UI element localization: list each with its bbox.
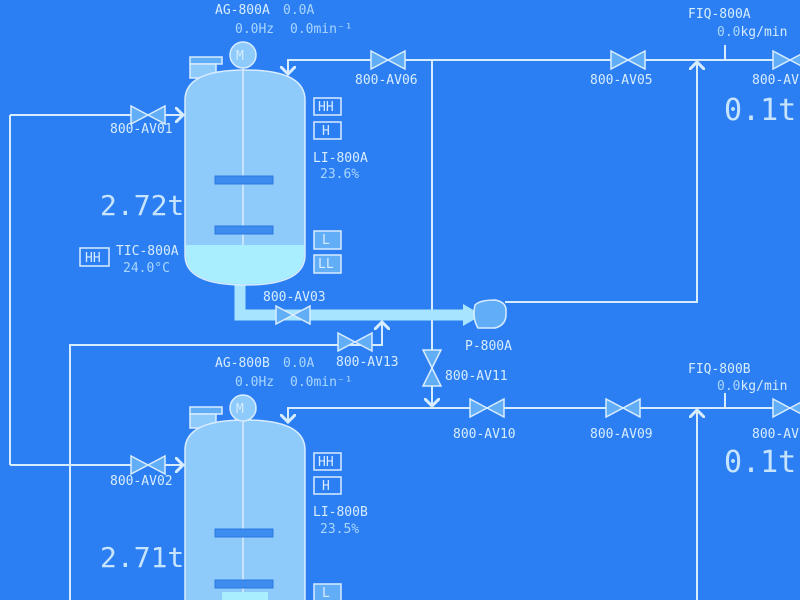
motor-icon[interactable] <box>229 394 257 422</box>
flow-a-total: 0.1t <box>724 93 796 128</box>
valve-label: 800-AV01 <box>110 122 173 137</box>
agitator-a-tag: AG-800A <box>215 3 270 18</box>
valve-label: 800-AV05 <box>590 73 653 88</box>
flow-b-total: 0.1t <box>724 445 796 480</box>
flow-a-tag: FIQ-800A <box>688 7 751 22</box>
alarm-l-a <box>313 230 342 250</box>
valve-av13[interactable]: 800-AV13 <box>336 331 399 370</box>
alarm-h-a <box>313 121 342 140</box>
valve-label: 800-AV03 <box>263 290 326 305</box>
alarm-ll-label: LL <box>318 257 334 272</box>
temp-a-value: 24.0°C <box>123 261 170 276</box>
agitator-b-current: 0.0A <box>283 356 314 371</box>
valve-icon[interactable] <box>337 331 373 353</box>
valve-av06[interactable]: 800-AV06 <box>355 49 418 88</box>
impeller <box>214 579 274 589</box>
motor-label: M <box>236 49 244 64</box>
alarm-l-label: L <box>322 586 330 600</box>
pipe-av13 <box>69 322 382 600</box>
agitator-b-tag: AG-800B <box>215 356 270 371</box>
level-b-value: 23.5% <box>320 522 359 537</box>
valve-av11[interactable]: 800-AV11 <box>421 349 508 387</box>
alarm-ll-a <box>313 254 342 274</box>
outlet-arrow <box>463 304 482 326</box>
temp-alarm-hh <box>79 247 110 267</box>
flow-a-unit: kg/min <box>740 25 787 40</box>
flow-b-unit: kg/min <box>740 379 787 394</box>
pump-p-800a[interactable]: P-800A <box>465 299 512 354</box>
valve-av10[interactable]: 800-AV10 <box>453 397 516 442</box>
level-b-tag: LI-800B <box>313 505 368 520</box>
tank-a-weight: 2.72t <box>100 189 184 222</box>
valve-label: 800-AV10 <box>453 427 516 442</box>
pipe-top-b <box>288 407 800 422</box>
agitator-a-freq: 0.0Hz <box>235 22 274 37</box>
motor-label: M <box>236 402 244 417</box>
valve-label: 800-AV06 <box>355 73 418 88</box>
agitator-a-speed: 0.0min⁻¹ <box>290 22 353 37</box>
valve-icon[interactable] <box>469 397 505 419</box>
alarm-hh-b <box>313 452 342 471</box>
impeller <box>214 175 274 185</box>
valve-icon[interactable] <box>370 49 406 71</box>
tank-b-weight: 2.71t <box>100 541 184 574</box>
pipe-top-a <box>288 59 800 74</box>
svg-text:0.0kg/min: 0.0kg/min <box>717 379 787 394</box>
pipe-pump-discharge <box>505 62 697 303</box>
impeller <box>214 528 274 538</box>
flow-a-value: 0.0 <box>717 25 740 40</box>
valve-av03[interactable]: 800-AV03 <box>263 290 326 326</box>
motor-icon[interactable] <box>229 41 257 69</box>
valve-right-bottom[interactable]: 800-AV <box>752 397 800 442</box>
valve-icon[interactable] <box>772 49 800 71</box>
valve-label: 800-AV <box>752 73 799 88</box>
valve-icon[interactable] <box>610 49 646 71</box>
valve-icon[interactable] <box>605 397 641 419</box>
valve-av09[interactable]: 800-AV09 <box>590 397 653 442</box>
alarm-l-b <box>313 583 342 600</box>
tank-800b[interactable]: M <box>184 394 306 600</box>
agitator-b-speed: 0.0min⁻¹ <box>290 375 353 390</box>
valve-av02[interactable]: 800-AV02 <box>110 454 173 489</box>
valve-label: 800-AV <box>752 427 799 442</box>
flow-b-value: 0.0 <box>717 379 740 394</box>
alarm-l-label: L <box>322 233 330 248</box>
impeller <box>214 225 274 235</box>
valve-label: 800-AV13 <box>336 355 399 370</box>
level-a-tag: LI-800A <box>313 151 368 166</box>
agitator-b-freq: 0.0Hz <box>235 375 274 390</box>
valve-label: 800-AV09 <box>590 427 653 442</box>
valve-label: 800-AV02 <box>110 474 173 489</box>
valve-av05[interactable]: 800-AV05 <box>590 49 653 88</box>
valve-icon[interactable] <box>275 304 311 326</box>
flow-b-tag: FIQ-800B <box>688 362 751 377</box>
alarm-h-label: H <box>322 479 330 494</box>
temp-a-tag: TIC-800A <box>116 244 179 259</box>
alarm-hh-label: HH <box>318 100 334 115</box>
level-a-value: 23.6% <box>320 167 359 182</box>
valve-icon[interactable] <box>130 454 166 476</box>
valve-right-top[interactable]: 800-AV <box>752 49 800 88</box>
alarm-h-label: H <box>322 124 330 139</box>
valve-icon[interactable] <box>421 349 443 387</box>
outlet-pipe-a <box>234 282 465 321</box>
alarm-hh-label: HH <box>318 455 334 470</box>
alarm-h-b <box>313 476 342 495</box>
agitator-a-current: 0.0A <box>283 3 314 18</box>
pump-label: P-800A <box>465 339 512 354</box>
valve-icon[interactable] <box>772 397 800 419</box>
valve-label: 800-AV11 <box>445 369 508 384</box>
tank-a-liquid <box>186 245 304 284</box>
svg-text:0.0kg/min: 0.0kg/min <box>717 25 787 40</box>
tank-800a[interactable]: M <box>184 41 306 286</box>
temp-alarm-label: HH <box>85 251 101 266</box>
alarm-hh-a <box>313 97 342 116</box>
valve-icon[interactable] <box>130 104 166 126</box>
valve-av01[interactable]: 800-AV01 <box>110 104 173 137</box>
